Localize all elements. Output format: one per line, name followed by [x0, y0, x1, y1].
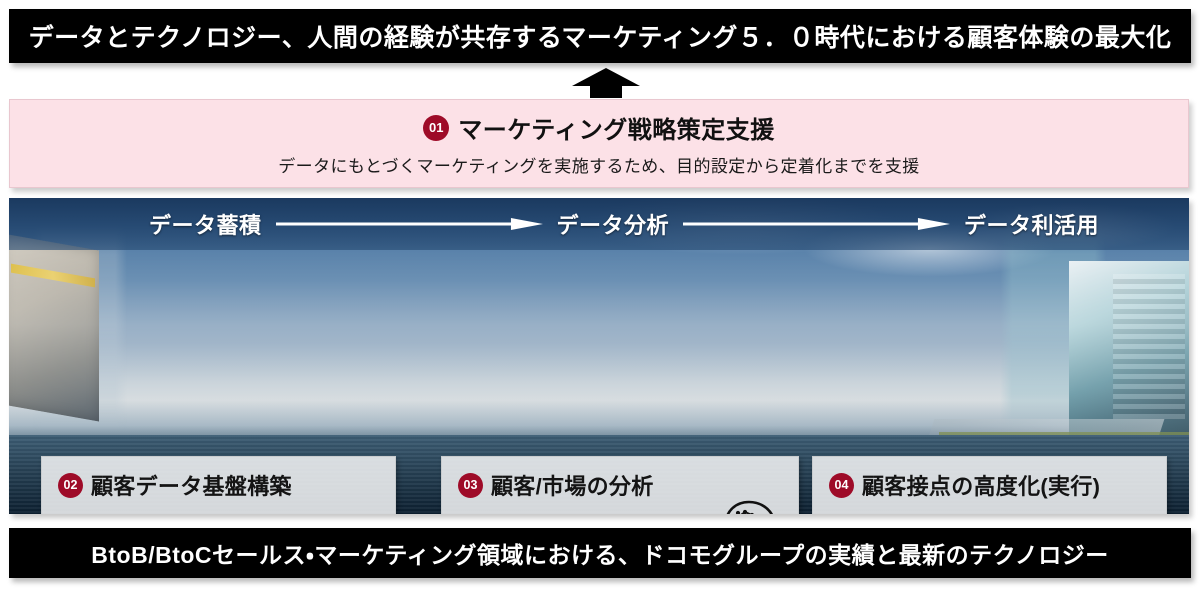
card-02-title: 顧客データ基盤構築 [91, 474, 292, 499]
data-flow-band: データ蓄積 データ分析 データ利活用 [9, 198, 1189, 250]
top-headline-text: データとテクノロジー、人間の経験が共存するマーケティング５．０時代における顧客体… [28, 24, 1172, 52]
flow-step-2-label: データ分析 [556, 213, 670, 238]
panel-title-row: 01 マーケティング戦略策定支援 [423, 110, 775, 145]
card-03-title: 顧客/市場の分析 [491, 474, 654, 499]
panel-title: マーケティング戦略策定支援 [458, 117, 775, 144]
panel-subtitle: データにもとづくマーケティングを実施するため、目的設定から定着化までを支援 [278, 157, 920, 176]
bottom-headline-text: BtoB/BtoCセールス・マーケティング領域における、ドコモグループの実績と最… [91, 542, 1109, 568]
card-customer-touchpoint-advancement: 04 顧客接点の高度化(実行) -広告・プロモーション最適化 -顧客レコメンド強… [812, 456, 1167, 514]
up-arrow-icon [572, 68, 640, 98]
card-customer-data-foundation: 02 顧客データ基盤構築 -NTTドコモの会員基盤 -お客さま保有データ -その… [41, 456, 396, 514]
card-customer-market-analysis: 03 顧客/市場の分析 [441, 456, 799, 514]
strategy-support-panel: 01 マーケティング戦略策定支援 データにもとづくマーケティングを実施するため、… [9, 99, 1189, 188]
step-number-badge-03: 03 [458, 472, 483, 498]
bottom-headline-banner: BtoB/BtoCセールス・マーケティング領域における、ドコモグループの実績と最… [9, 528, 1191, 578]
step-number-badge-02: 02 [58, 472, 83, 498]
card-04-title-row: 04 顧客接点の高度化(実行) [829, 469, 1152, 501]
flow-step-1-label: データ蓄積 [149, 213, 262, 238]
top-headline-banner: データとテクノロジー、人間の経験が共存するマーケティング５．０時代における顧客体… [9, 9, 1191, 63]
step-number-badge-04: 04 [829, 472, 854, 498]
step-number-badge-01: 01 [423, 114, 450, 141]
flow-arrow-1-icon [275, 218, 543, 230]
ai-brain-head-icon: AI [718, 499, 780, 514]
card-04-title: 顧客接点の高度化(実行) [862, 474, 1101, 499]
photo-stage: データ蓄積 データ分析 データ利活用 02 顧客データ基盤構築 -NTTドコモの… [9, 198, 1189, 514]
flow-step-3-label: データ利活用 [964, 213, 1100, 238]
card-03-title-row: 03 顧客/市場の分析 [458, 469, 784, 501]
card-02-title-row: 02 顧客データ基盤構築 [58, 469, 381, 501]
background-photo-right-glass [1113, 273, 1185, 420]
flow-arrow-2-icon [683, 218, 950, 230]
